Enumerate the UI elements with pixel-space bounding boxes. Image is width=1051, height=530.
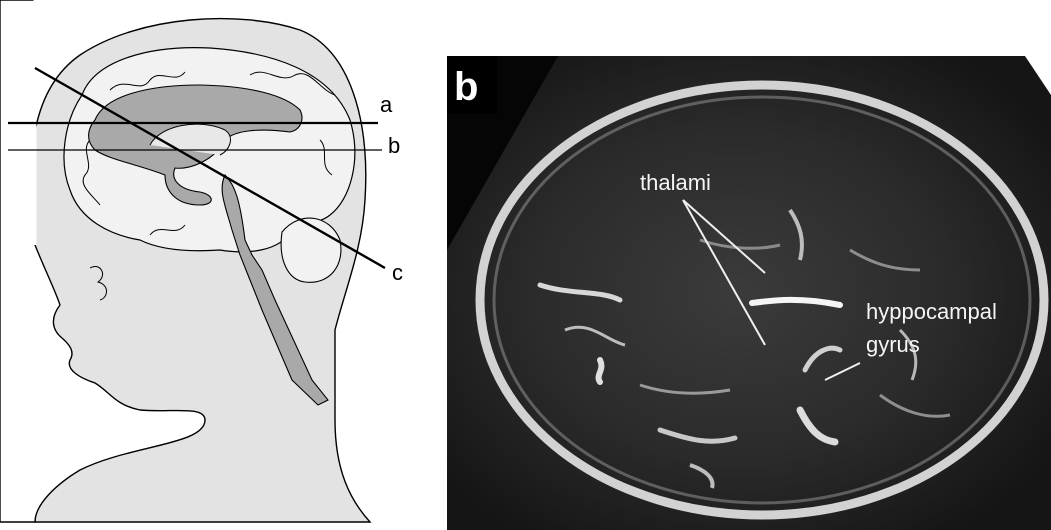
hippocampal-label-line2: gyrus <box>866 332 920 357</box>
head-diagram: a b c <box>0 0 403 522</box>
hippocampal-label-line1: hyppocampal <box>866 299 997 324</box>
cerebellum <box>281 218 341 282</box>
plane-label-b: b <box>388 133 400 158</box>
panel-label-b: b <box>454 65 478 109</box>
thalami-label: thalami <box>640 170 711 195</box>
plane-label-a: a <box>380 92 393 117</box>
ultrasound-image: b thalami hyppocampal gyrus <box>447 0 1051 530</box>
ultrasound-sector <box>447 56 1051 530</box>
plane-label-c: c <box>392 260 403 285</box>
